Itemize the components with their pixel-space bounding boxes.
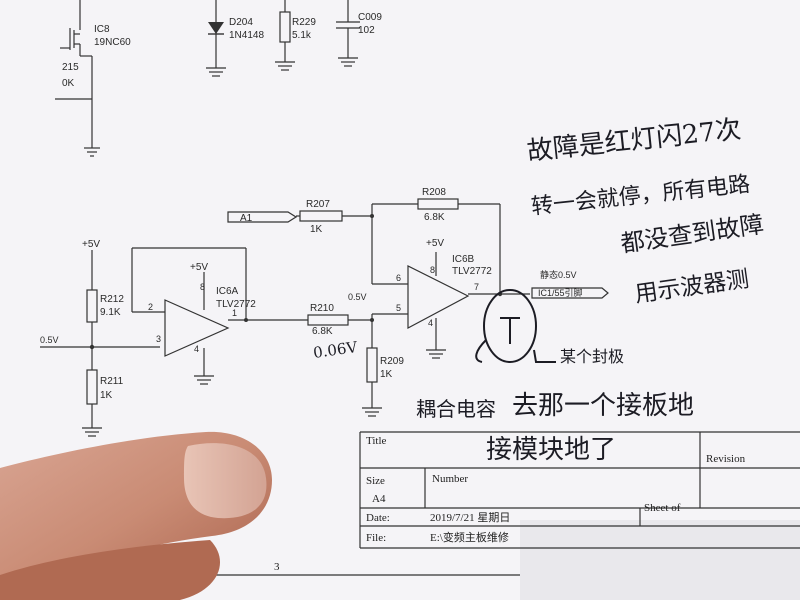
paper-shadow	[520, 520, 800, 600]
pin-1: 1	[232, 308, 237, 318]
pin-7: 7	[474, 282, 479, 292]
r212-value: 9.1K	[100, 307, 121, 318]
d204-label: D204	[229, 17, 253, 28]
r212-label: R212	[100, 294, 124, 305]
pin-3: 3	[156, 334, 161, 344]
pin-8a: 8	[200, 282, 205, 292]
schematic-lines	[40, 0, 800, 576]
ic6b-label: IC6B	[452, 254, 475, 265]
r229-label: R229	[292, 17, 316, 28]
file-value: E:\变频主板维修	[430, 530, 509, 544]
r209-label: R209	[380, 356, 404, 367]
pin-2: 2	[148, 302, 153, 312]
pin-6: 6	[396, 273, 401, 283]
static-voltage: 静态0.5V	[540, 269, 577, 280]
node-voltage-left: 0.5V	[40, 335, 59, 345]
r211-value: 1K	[100, 390, 113, 401]
c009-label: C009	[358, 12, 382, 23]
r208-value: 6.8K	[424, 212, 445, 223]
r209-value: 1K	[380, 369, 393, 380]
thumbnail	[184, 443, 267, 519]
ic6a-part: TLV2772	[216, 299, 256, 310]
r211-label: R211	[100, 376, 124, 387]
revision-label: Revision	[706, 453, 746, 465]
pin-8b: 8	[430, 265, 435, 275]
date-label: Date:	[366, 512, 390, 524]
note-pick-one: 某个封极	[560, 347, 624, 366]
sheet-number: 3	[274, 561, 280, 573]
plus5v-ic6b: +5V	[426, 238, 444, 249]
node-voltage-mid: 0.5V	[348, 292, 367, 302]
ic8-value: 19NC60	[94, 37, 131, 48]
number-label: Number	[432, 473, 468, 485]
r207-label: R207	[306, 199, 330, 210]
ic8-label: IC8	[94, 24, 110, 35]
sheet-label: Sheet of	[644, 502, 681, 514]
pin-4b: 4	[428, 318, 433, 328]
r207-value: 1K	[310, 224, 323, 235]
size-value: A4	[372, 493, 386, 505]
r208-label: R208	[422, 187, 446, 198]
plus5v-ic6a: +5V	[190, 262, 208, 273]
thumb	[0, 431, 272, 600]
plus5v-left: +5V	[82, 239, 100, 250]
size-label: Size	[366, 475, 385, 487]
r210-value: 6.8K	[312, 326, 333, 337]
pin-4a: 4	[194, 344, 199, 354]
r210-label: R210	[310, 303, 334, 314]
net-a1: A1	[240, 213, 253, 224]
output-net: IC1/55引脚	[538, 288, 583, 298]
r215-value: 0K	[62, 78, 75, 89]
probe-drawing	[475, 289, 556, 363]
file-label: File:	[366, 532, 386, 544]
note-module-ground: 接模块地了	[486, 435, 616, 465]
note-coupling-ground: 去那一个接板地	[512, 391, 694, 421]
ic6a-label: IC6A	[216, 286, 239, 297]
r229-value: 5.1k	[292, 30, 312, 41]
pin-5: 5	[396, 303, 401, 313]
c009-value: 102	[358, 25, 375, 36]
r215-label: 215	[62, 62, 79, 73]
title-label: Title	[366, 435, 387, 447]
date-value: 2019/7/21 星期日	[430, 511, 510, 524]
d204-value: 1N4148	[229, 30, 264, 41]
note-coupling-cap: 耦合电容	[416, 397, 496, 421]
ic6b-part: TLV2772	[452, 266, 492, 277]
diode-symbol	[208, 22, 224, 34]
